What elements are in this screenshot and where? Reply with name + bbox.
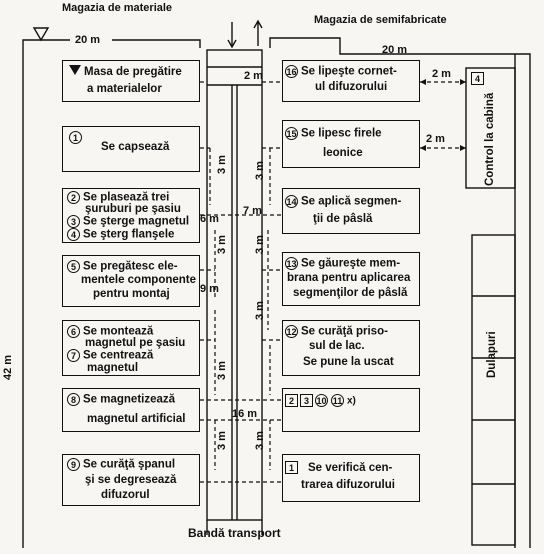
left-width-dim: 20 m: [75, 34, 101, 46]
dist-7m: 7 m: [243, 205, 262, 217]
dist-3m-a: 3 m: [216, 155, 228, 174]
dist-6m: 6 m: [200, 213, 219, 225]
control-number: 4: [471, 72, 484, 85]
store-marker-icon: [69, 65, 81, 75]
dist-9m: 9 m: [200, 283, 219, 295]
left-store-label: Magazia de materiale: [62, 2, 173, 14]
dist-3m-d: 3 m: [254, 235, 266, 254]
dist-3m-c: 3 m: [216, 235, 228, 254]
control-label: Control la cabină: [484, 92, 496, 186]
closets-label: Dulapuri: [486, 331, 498, 378]
dist-ctrl-1: 2 m: [432, 68, 451, 80]
height-dim: 42 m: [2, 354, 14, 380]
right-store-label: Magazia de semifabricate: [314, 14, 447, 26]
dist-3m-g: 3 m: [216, 431, 228, 450]
station-1: 1 Se capsează: [62, 126, 200, 172]
dist-3m-f: 3 m: [254, 301, 266, 320]
dist-3m-e: 3 m: [216, 361, 228, 380]
bottom-label: Bandă transport: [188, 526, 281, 540]
dist-3m-h: 3 m: [254, 431, 266, 450]
dist-3m-b: 3 m: [254, 161, 266, 180]
dist-ctrl-2: 2 m: [426, 133, 445, 145]
dist-top-2m: 2 m: [244, 70, 263, 82]
right-width-dim: 20 m: [382, 44, 408, 56]
station-prep-table: Masa de pregătire a materialelor: [62, 60, 200, 102]
dist-16m: 16 m: [232, 408, 258, 420]
